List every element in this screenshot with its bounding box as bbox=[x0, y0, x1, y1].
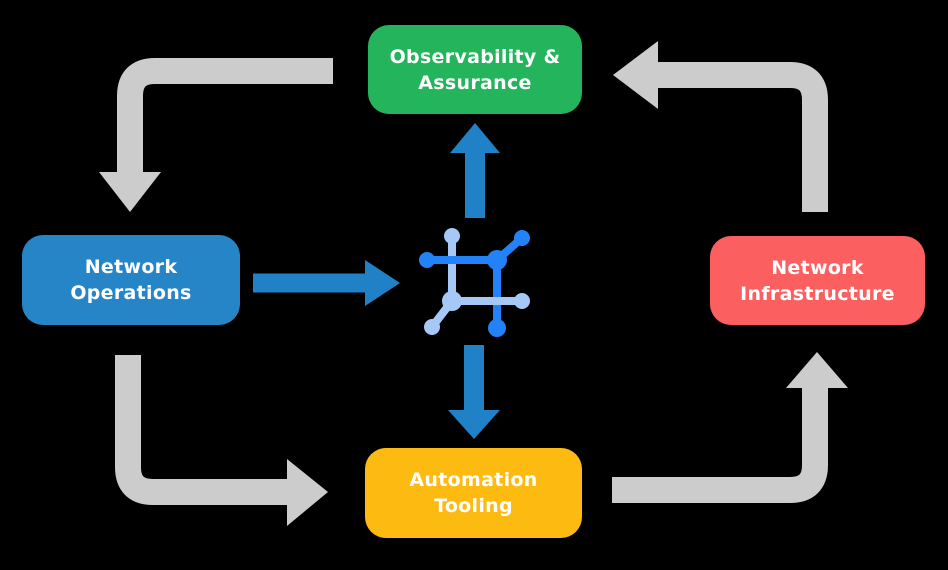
arrow-infrastructure-to-observability bbox=[613, 41, 828, 212]
node-observability-assurance: Observability & Assurance bbox=[368, 25, 582, 114]
network-fabric-icon bbox=[419, 228, 530, 337]
node-network-operations: Network Operations bbox=[22, 235, 240, 325]
arrow-head-right bbox=[287, 459, 328, 526]
arrow-head-right bbox=[365, 260, 400, 306]
arrow-observability-to-operations bbox=[99, 58, 333, 212]
arrow-operations-to-center bbox=[253, 260, 400, 306]
node-label-line: Tooling bbox=[434, 495, 513, 517]
arrow-operations-to-automation bbox=[115, 355, 328, 526]
node-label-line: Operations bbox=[70, 282, 192, 304]
arrow-automation-to-infrastructure bbox=[612, 352, 848, 503]
arrow-head-down bbox=[99, 172, 161, 212]
node-label-line: Automation bbox=[409, 469, 538, 491]
node-network-infrastructure: Network Infrastructure bbox=[710, 236, 925, 325]
arrow-head-down bbox=[448, 410, 500, 439]
arrow-center-to-observability bbox=[450, 123, 500, 218]
arrow-head-up bbox=[450, 123, 500, 153]
node-label-line: Assurance bbox=[418, 71, 532, 94]
arrow-head-up bbox=[786, 352, 848, 388]
arrow-center-to-automation bbox=[448, 345, 500, 439]
node-label-line: Infrastructure bbox=[740, 282, 895, 305]
arrow-head-left bbox=[613, 41, 658, 109]
node-label-line: Network bbox=[771, 256, 864, 279]
node-label-line: Observability & bbox=[389, 45, 561, 68]
node-label-line: Network bbox=[84, 256, 178, 278]
node-automation-tooling: Automation Tooling bbox=[365, 448, 582, 538]
